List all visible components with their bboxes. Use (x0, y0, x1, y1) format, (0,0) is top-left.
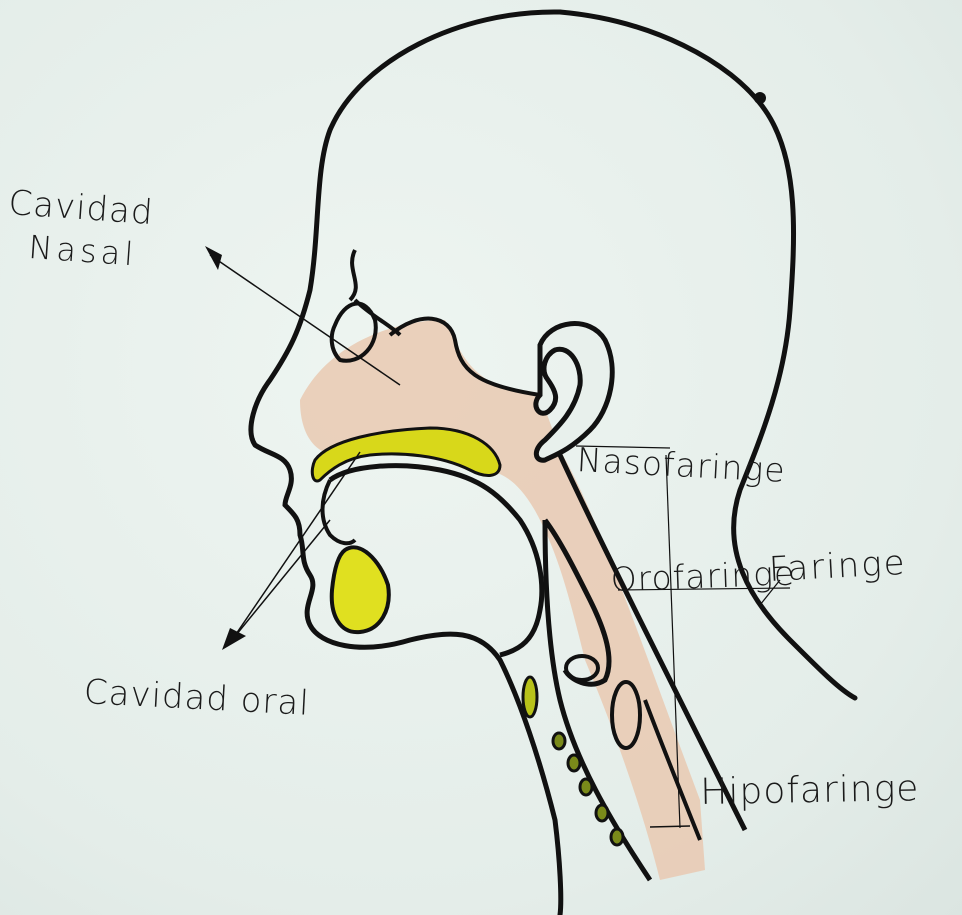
label-hipofaringe: Hipofaringe (700, 768, 920, 813)
nasal-pointer-arrowhead (205, 246, 222, 270)
nasal-pointer-line (210, 255, 400, 385)
tracheal-ring (580, 779, 592, 795)
tracheal-ring (553, 733, 565, 749)
ear-outline (536, 324, 612, 461)
tracheal-ring (611, 829, 623, 845)
thyroid-cartilage (523, 677, 537, 717)
tongue-inner (323, 480, 356, 543)
label-faringe: Faringe (768, 543, 907, 590)
tongue-yellow (332, 547, 389, 632)
oral-pointer-line-b (232, 520, 330, 640)
tracheal-ring (568, 755, 580, 771)
label-cavidad-nasal-line2: Nasal (27, 228, 138, 273)
hypopharynx-tick (650, 826, 690, 827)
oral-pointer-arrowhead (222, 628, 246, 650)
tracheal-ring (596, 805, 608, 821)
